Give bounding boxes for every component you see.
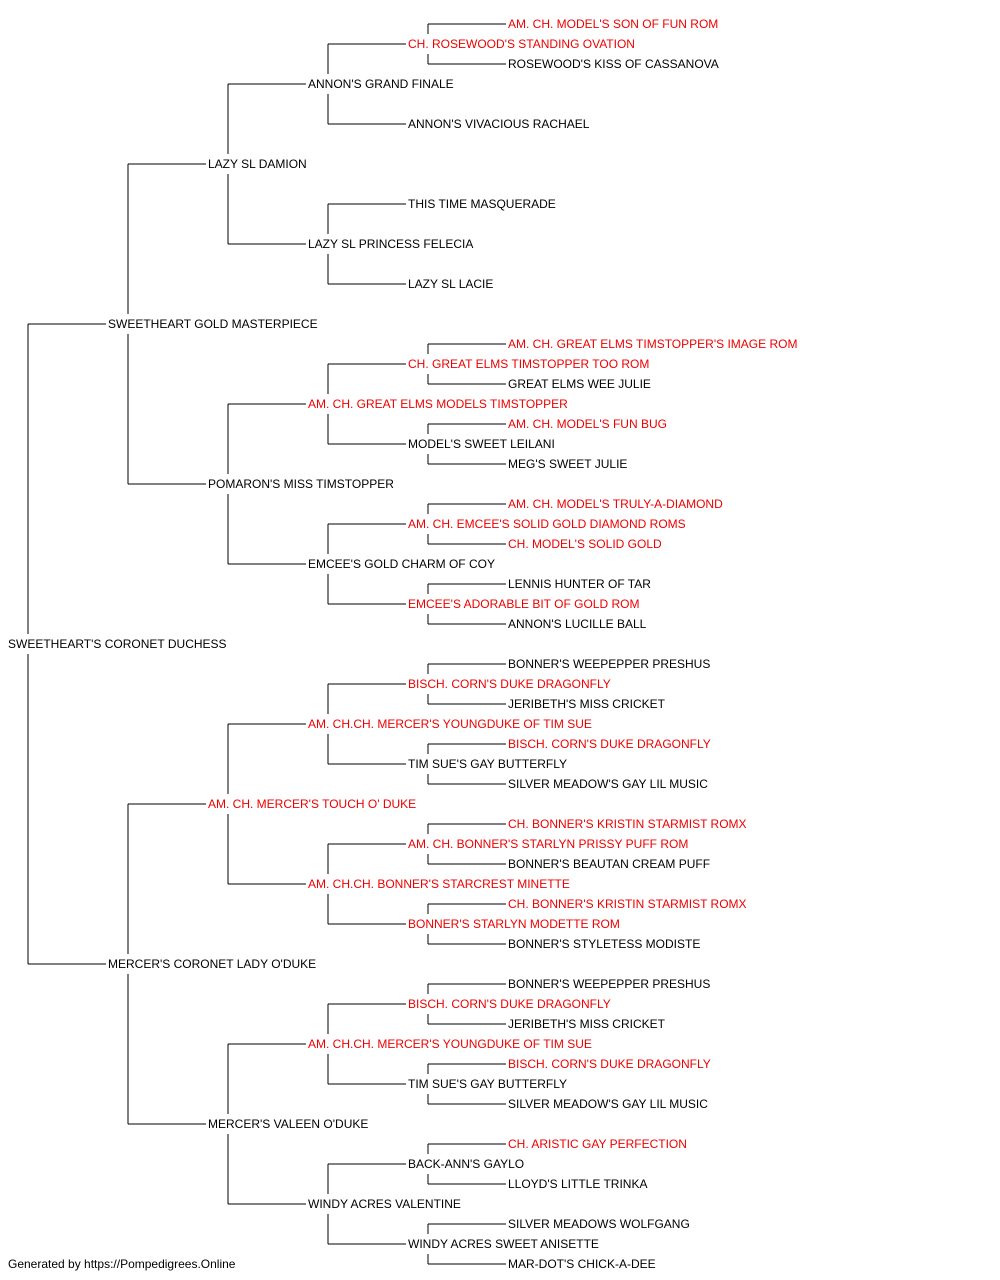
- pedigree-name-sire.dam.dam.dam.dam: ANNON'S LUCILLE BALL: [508, 617, 647, 631]
- pedigree-name-sire.dam.sire.dam.sire: AM. CH. MODEL'S FUN BUG: [508, 417, 667, 431]
- pedigree-name-sire.sire.sire.sire: CH. ROSEWOOD'S STANDING OVATION: [408, 37, 635, 51]
- pedigree-name-dam.dam.sire.dam.sire: BISCH. CORN'S DUKE DRAGONFLY: [508, 1057, 711, 1071]
- pedigree-name-sire.dam.dam.sire.dam: CH. MODEL'S SOLID GOLD: [508, 537, 662, 551]
- pedigree-name-sire.dam.sire.dam: MODEL'S SWEET LEILANI: [408, 437, 555, 451]
- pedigree-name-dam.dam.dam: WINDY ACRES VALENTINE: [308, 1197, 461, 1211]
- pedigree-name-sire.sire.dam: LAZY SL PRINCESS FELECIA: [308, 237, 473, 251]
- pedigree-connector-lines: [27, 23, 506, 1265]
- pedigree-name-sire.dam.dam.sire: AM. CH. EMCEE'S SOLID GOLD DIAMOND ROMS: [408, 517, 686, 531]
- pedigree-name-sire.sire.dam.sire: THIS TIME MASQUERADE: [408, 197, 556, 211]
- pedigree-name-dam.dam.sire.sire.dam: JERIBETH'S MISS CRICKET: [508, 1017, 666, 1031]
- pedigree-name-sire.sire: LAZY SL DAMION: [208, 157, 307, 171]
- pedigree-name-sire.dam.sire.sire.sire: AM. CH. GREAT ELMS TIMSTOPPER'S IMAGE RO…: [508, 337, 797, 351]
- pedigree-name-dam.dam.sire.dam.dam: SILVER MEADOW'S GAY LIL MUSIC: [508, 1097, 708, 1111]
- pedigree-name-dam.dam.sire.dam: TIM SUE'S GAY BUTTERFLY: [408, 1077, 567, 1091]
- pedigree-name-sire.sire.sire.dam: ANNON'S VIVACIOUS RACHAEL: [408, 117, 590, 131]
- pedigree-name-dam.sire.sire.dam.dam: SILVER MEADOW'S GAY LIL MUSIC: [508, 777, 708, 791]
- pedigree-name-dam.sire.dam.sire.dam: BONNER'S BEAUTAN CREAM PUFF: [508, 857, 710, 871]
- pedigree-name-dam.sire.sire.sire.sire: BONNER'S WEEPEPPER PRESHUS: [508, 657, 710, 671]
- pedigree-name-sire.sire.sire: ANNON'S GRAND FINALE: [308, 77, 454, 91]
- pedigree-name-sire.sire.dam.dam: LAZY SL LACIE: [408, 277, 493, 291]
- pedigree-name-dam.sire.dam.sire: AM. CH. BONNER'S STARLYN PRISSY PUFF ROM: [408, 837, 688, 851]
- pedigree-name-sire.dam.dam.dam: EMCEE'S ADORABLE BIT OF GOLD ROM: [408, 597, 639, 611]
- pedigree-name-dam.sire.sire.sire.dam: JERIBETH'S MISS CRICKET: [508, 697, 666, 711]
- pedigree-name-sire.sire.sire.sire.dam: ROSEWOOD'S KISS OF CASSANOVA: [508, 57, 719, 71]
- pedigree-name-dam.sire: AM. CH. MERCER'S TOUCH O' DUKE: [208, 797, 416, 811]
- pedigree-name-sire.dam.dam.dam.sire: LENNIS HUNTER OF TAR: [508, 577, 651, 591]
- pedigree-name-sire.dam.sire.dam.dam: MEG'S SWEET JULIE: [508, 457, 627, 471]
- pedigree-name-sire.sire.sire.sire.sire: AM. CH. MODEL'S SON OF FUN ROM: [508, 17, 718, 31]
- pedigree-name-sire.dam.dam.sire.sire: AM. CH. MODEL'S TRULY-A-DIAMOND: [508, 497, 723, 511]
- pedigree-name-dam: MERCER'S CORONET LADY O'DUKE: [108, 957, 316, 971]
- pedigree-name-dam.dam.sire.sire: BISCH. CORN'S DUKE DRAGONFLY: [408, 997, 611, 1011]
- pedigree-name-dam.sire.sire.dam.sire: BISCH. CORN'S DUKE DRAGONFLY: [508, 737, 711, 751]
- pedigree-name-dam.dam.dam.dam: WINDY ACRES SWEET ANISETTE: [408, 1237, 599, 1251]
- pedigree-name-dam.sire.dam.dam.dam: BONNER'S STYLETESS MODISTE: [508, 937, 700, 951]
- pedigree-name-dam.dam.sire: AM. CH.CH. MERCER'S YOUNGDUKE OF TIM SUE: [308, 1037, 592, 1051]
- pedigree-name-labels: SWEETHEART'S CORONET DUCHESS SWEETHEART G…: [8, 17, 797, 1271]
- generated-by-footer: Generated by https://Pompedigrees.Online: [8, 1257, 236, 1271]
- pedigree-name-dam.dam.dam.sire.dam: LLOYD'S LITTLE TRINKA: [508, 1177, 647, 1191]
- pedigree-name-dam.sire.dam.sire.sire: CH. BONNER'S KRISTIN STARMIST ROMX: [508, 817, 747, 831]
- pedigree-name-dam.sire.sire: AM. CH.CH. MERCER'S YOUNGDUKE OF TIM SUE: [308, 717, 592, 731]
- pedigree-name-dam.dam.sire.sire.sire: BONNER'S WEEPEPPER PRESHUS: [508, 977, 710, 991]
- pedigree-name-dam.sire.dam.dam.sire: CH. BONNER'S KRISTIN STARMIST ROMX: [508, 897, 747, 911]
- pedigree-name-sire.dam: POMARON'S MISS TIMSTOPPER: [208, 477, 394, 491]
- pedigree-name-dam.dam.dam.sire.sire: CH. ARISTIC GAY PERFECTION: [508, 1137, 687, 1151]
- pedigree-name-dam.sire.dam.dam: BONNER'S STARLYN MODETTE ROM: [408, 917, 620, 931]
- pedigree-name-sire.dam.sire.sire: CH. GREAT ELMS TIMSTOPPER TOO ROM: [408, 357, 649, 371]
- pedigree-name-dam.sire.sire.dam: TIM SUE'S GAY BUTTERFLY: [408, 757, 567, 771]
- pedigree-name-dam.dam.dam.dam.dam: MAR-DOT'S CHICK-A-DEE: [508, 1257, 656, 1271]
- pedigree-name-sire.dam.sire: AM. CH. GREAT ELMS MODELS TIMSTOPPER: [308, 397, 568, 411]
- pedigree-name-sire: SWEETHEART GOLD MASTERPIECE: [108, 317, 318, 331]
- pedigree-name-sire.dam.dam: EMCEE'S GOLD CHARM OF COY: [308, 557, 495, 571]
- pedigree-name-sire.dam.sire.sire.dam: GREAT ELMS WEE JULIE: [508, 377, 651, 391]
- pedigree-name-dam.sire.sire.sire: BISCH. CORN'S DUKE DRAGONFLY: [408, 677, 611, 691]
- pedigree-name-dam.sire.dam: AM. CH.CH. BONNER'S STARCREST MINETTE: [308, 877, 570, 891]
- pedigree-name-subject: SWEETHEART'S CORONET DUCHESS: [8, 637, 227, 651]
- pedigree-name-dam.dam.dam.dam.sire: SILVER MEADOWS WOLFGANG: [508, 1217, 690, 1231]
- pedigree-name-dam.dam.dam.sire: BACK-ANN'S GAYLO: [408, 1157, 524, 1171]
- pedigree-name-dam.dam: MERCER'S VALEEN O'DUKE: [208, 1117, 368, 1131]
